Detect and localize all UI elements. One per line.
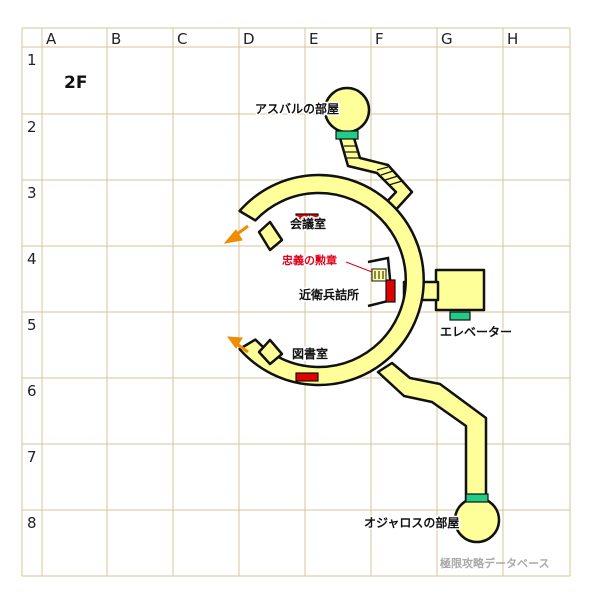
room-label-elevator: エレベーター (440, 325, 512, 339)
row-label: 1 (27, 51, 37, 69)
stairs-icon (344, 145, 403, 186)
door-library (295, 372, 319, 382)
column-label: G (441, 30, 453, 48)
column-label: H (507, 30, 518, 48)
room-label-guard: 近衛兵詰所 (299, 287, 359, 302)
floor-area (238, 136, 488, 502)
column-label: F (375, 30, 384, 48)
floor-label: 2F (64, 73, 87, 93)
row-labels: 1 2 3 4 5 6 7 8 (27, 51, 37, 532)
chest-icon (371, 268, 387, 282)
inner-walls (367, 256, 394, 308)
door-ojaros (465, 493, 489, 503)
door-asubaru (335, 130, 359, 140)
treasure-leader-line (345, 261, 373, 273)
row-label: 3 (27, 184, 37, 202)
door-conference (295, 213, 319, 223)
conference-nook (257, 220, 284, 252)
site-credit: 極限攻略データベース (439, 556, 549, 570)
treasure-label: 忠義の勲章 (282, 253, 337, 267)
row-label: 5 (27, 316, 37, 334)
column-label: E (309, 30, 318, 48)
row-label: 2 (27, 118, 37, 136)
door-guard (385, 279, 396, 303)
row-label: 7 (27, 448, 37, 466)
row-label: 8 (27, 514, 37, 532)
arrow-icon (223, 224, 249, 354)
column-labels: A B C D E F G H (46, 30, 518, 48)
room-label-conference: 会議室 (290, 216, 326, 231)
doors (295, 130, 489, 503)
main-ring (238, 173, 425, 387)
elevator-room (434, 268, 486, 312)
room-label-asubaru: アスバルの部屋 (255, 101, 339, 116)
row-label: 4 (27, 250, 37, 268)
row-label: 6 (27, 382, 37, 400)
ojaros-room (453, 496, 501, 544)
column-label: D (243, 30, 255, 48)
door-elevator (449, 311, 471, 321)
room-label-ojaros: オジャロスの部屋 (364, 515, 459, 530)
column-label: C (177, 30, 187, 48)
column-label: A (46, 30, 57, 48)
room-label-library: 図書室 (292, 346, 328, 361)
library-nook (257, 338, 284, 366)
column-label: B (111, 30, 121, 48)
south-corridor (376, 361, 488, 502)
